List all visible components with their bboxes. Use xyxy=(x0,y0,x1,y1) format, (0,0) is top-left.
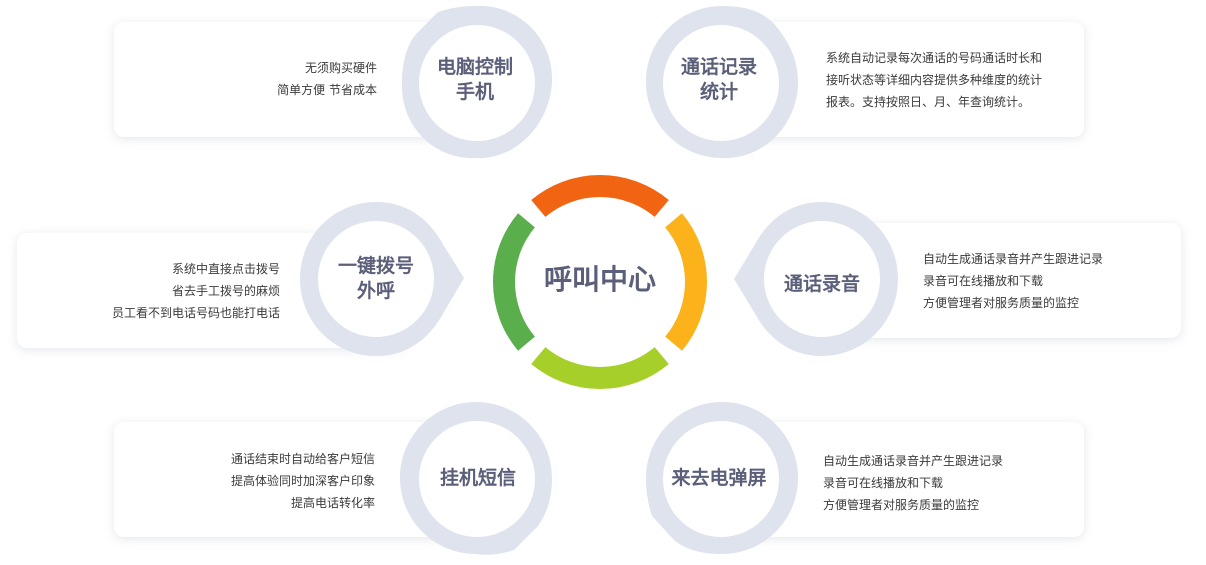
ring-inner xyxy=(318,221,434,337)
ring-inner xyxy=(663,25,779,141)
description-line: 录音可在线播放和下载 xyxy=(923,274,1044,288)
feature-title-pc-control: 电脑控制 手机 xyxy=(436,56,513,103)
description-line: 接听状态等详细内容提供多种维度的统计 xyxy=(826,73,1043,87)
ring-caller-popup xyxy=(644,400,800,556)
description-line: 方便管理者对服务质量的监控 xyxy=(823,498,980,512)
feature-card-hangup-sms xyxy=(114,422,444,537)
feature-description-hangup-sms: 通话结束时自动给客户短信 提高体验同时加深客户印象 提高电话转化率 xyxy=(231,448,375,514)
description-line: 提高电话转化率 xyxy=(290,496,375,510)
description-line: 员工看不到电话号码也能打电话 xyxy=(111,306,280,320)
ring-one-click-dial xyxy=(298,200,464,360)
feature-title-call-recording: 通话录音 xyxy=(783,272,860,295)
feature-card-pc-control xyxy=(114,22,444,137)
description-line: 省去手工拨号的麻烦 xyxy=(171,284,280,298)
description-line: 系统自动记录每次通话的号码通话时长和 xyxy=(826,51,1043,65)
feature-description-pc-control: 无须购买硬件 简单方便 节省成本 xyxy=(277,57,377,101)
hub-ring xyxy=(493,175,707,389)
ring-call-recording xyxy=(734,200,900,360)
ring-call-log-stats xyxy=(644,4,800,160)
feature-title-one-click-dial: 一键拨号 外呼 xyxy=(337,255,414,302)
feature-description-call-log-stats: 系统自动记录每次通话的号码通话时长和 接听状态等详细内容提供多种维度的统计 报表… xyxy=(826,47,1042,113)
description-line: 报表。支持按照日、月、年查询统计。 xyxy=(826,95,1031,109)
description-line: 简单方便 节省成本 xyxy=(277,83,377,97)
feature-title-call-log-stats: 通话记录 统计 xyxy=(680,56,757,103)
feature-description-one-click-dial: 系统中直接点击拨号 省去手工拨号的麻烦 员工看不到电话号码也能打电话 xyxy=(112,258,280,324)
description-line: 提高体验同时加深客户印象 xyxy=(230,474,375,488)
ring-pc-control xyxy=(398,4,554,160)
ring-hangup-sms xyxy=(398,400,554,556)
ring-inner xyxy=(419,421,535,537)
feature-title-caller-popup: 来去电弹屏 xyxy=(671,466,767,489)
feature-description-caller-popup: 自动生成通话录音并产生跟进记录 录音可在线播放和下载 方便管理者对服务质量的监控 xyxy=(823,450,1003,516)
description-line: 无须购买硬件 xyxy=(304,61,377,75)
hub-segment-left xyxy=(493,213,536,351)
description-line: 自动生成通话录音并产生跟进记录 xyxy=(923,252,1104,266)
feature-description-call-recording: 自动生成通话录音并产生跟进记录 录音可在线播放和下载 方便管理者对服务质量的监控 xyxy=(923,248,1103,314)
description-line: 自动生成通话录音并产生跟进记录 xyxy=(823,454,1004,468)
ring-inner xyxy=(764,221,880,337)
hub-segment-top xyxy=(531,175,669,218)
ring-inner xyxy=(419,25,535,141)
description-line: 录音可在线播放和下载 xyxy=(823,476,944,490)
ring-inner xyxy=(663,421,779,537)
description-line: 通话结束时自动给客户短信 xyxy=(230,452,375,466)
feature-title-hangup-sms: 挂机短信 xyxy=(439,466,516,489)
hub-segment-bottom xyxy=(531,346,669,389)
description-line: 系统中直接点击拨号 xyxy=(171,262,280,276)
hub-segment-right xyxy=(664,213,707,351)
hub-title: 呼叫中心 xyxy=(543,263,656,296)
description-line: 方便管理者对服务质量的监控 xyxy=(923,296,1080,310)
